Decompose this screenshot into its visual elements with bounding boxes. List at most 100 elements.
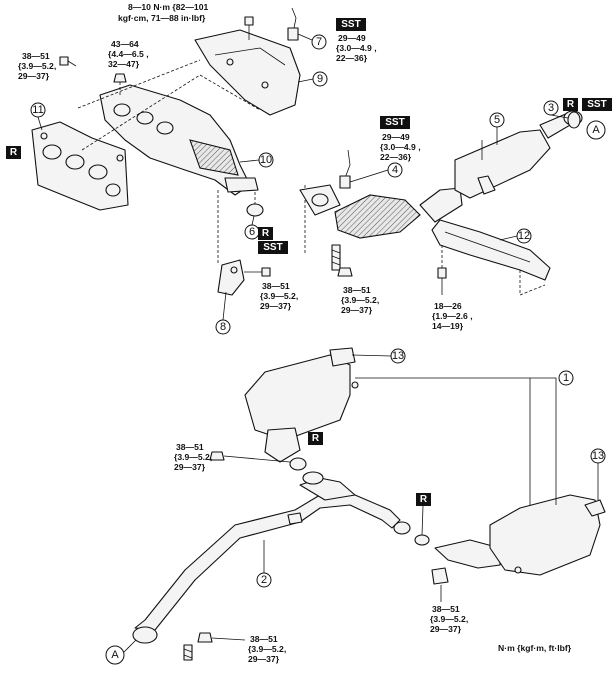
svg-text:kgf·cm, 71—88 in·lbf}: kgf·cm, 71—88 in·lbf}	[118, 13, 206, 23]
svg-text:38—51: 38—51	[22, 51, 50, 61]
torque-rear-muffler-nut: 38—51 {3.9—5.2, 29—37}	[430, 604, 468, 634]
svg-text:3: 3	[548, 102, 554, 114]
svg-text:R: R	[312, 433, 320, 444]
manifold-bracket	[217, 259, 271, 296]
svg-text:29—37}: 29—37}	[248, 654, 280, 664]
svg-text:11: 11	[32, 104, 43, 116]
svg-text:18—26: 18—26	[434, 301, 462, 311]
svg-text:R: R	[262, 228, 270, 239]
svg-text:38—51: 38—51	[250, 634, 278, 644]
middle-pipe	[132, 471, 411, 644]
heat-insulator-bolt	[244, 16, 254, 40]
sst-badge-gasket-6: SST	[258, 241, 288, 254]
svg-text:4: 4	[392, 164, 398, 176]
svg-text:43—64: 43—64	[111, 39, 139, 49]
svg-text:{3.0—4.9 ,: {3.0—4.9 ,	[336, 43, 377, 53]
middle-pipe-spring	[183, 632, 246, 661]
svg-text:{4.4—6.5 ,: {4.4—6.5 ,	[108, 49, 149, 59]
callout-6: 6	[244, 224, 260, 240]
svg-text:R: R	[10, 147, 18, 158]
manifold-gasket	[31, 121, 129, 211]
torque-heat-insulator-bolt: 8—10 N·m {82—101 kgf·cm, 71—88 in·lbf}	[118, 2, 208, 23]
svg-text:A: A	[592, 124, 600, 136]
svg-text:13: 13	[392, 350, 404, 362]
sst-badge-ho2s-rear: SST	[380, 116, 410, 129]
svg-text:29—49: 29—49	[382, 132, 410, 142]
middle-muffler	[244, 347, 359, 463]
svg-text:5: 5	[494, 114, 500, 126]
front-ho2s	[287, 7, 313, 41]
manifold-left-bolt	[59, 56, 77, 67]
callout-12: 12	[516, 228, 532, 244]
callout-13-upper: 13	[390, 348, 406, 364]
rear-ho2s	[339, 149, 389, 189]
middle-pipe-gasket	[209, 451, 307, 471]
callout-8: 8	[215, 319, 231, 335]
torque-cat-nut: 38—51 {3.9—5.2, 29—37}	[341, 285, 379, 315]
svg-text:R: R	[420, 494, 428, 505]
svg-text:22—36}: 22—36}	[380, 152, 412, 162]
svg-text:7: 7	[316, 36, 322, 48]
svg-text:{3.9—5.2,: {3.9—5.2,	[18, 61, 56, 71]
gasket-6	[246, 192, 264, 217]
rear-pipe-gasket	[414, 534, 449, 585]
callout-10: 10	[258, 152, 274, 168]
svg-text:22—36}: 22—36}	[336, 53, 368, 63]
callout-9: 9	[312, 71, 328, 87]
callout-a-bottom: A	[105, 645, 125, 665]
callout-2: 2	[256, 572, 272, 588]
torque-crossmember-bolt: 18—26 {1.9—2.6 , 14—19}	[432, 301, 473, 331]
svg-text:A: A	[111, 649, 119, 661]
svg-text:6: 6	[249, 226, 255, 238]
r-badge-gasket-3: R	[563, 98, 578, 111]
svg-text:29—49: 29—49	[338, 33, 366, 43]
gasket-3	[567, 111, 581, 129]
svg-text:29—37}: 29—37}	[341, 305, 373, 315]
svg-text:14—19}: 14—19}	[432, 321, 464, 331]
callout-3: 3	[543, 100, 559, 116]
r-badge-manifold-gasket: R	[6, 146, 21, 159]
torque-manifold-nut: 43—64 {4.4—6.5 , 32—47}	[108, 39, 149, 69]
r-badge-gasket-6: R	[258, 227, 273, 240]
svg-text:2: 2	[261, 574, 267, 586]
svg-text:10: 10	[260, 154, 272, 166]
svg-text:38—51: 38—51	[432, 604, 460, 614]
svg-text:38—51: 38—51	[262, 281, 290, 291]
sst-badge-gasket-3: SST	[582, 98, 612, 111]
callout-1: 1	[558, 370, 574, 386]
svg-text:{3.9—5.2,: {3.9—5.2,	[248, 644, 286, 654]
torque-bracket-bolt: 38—51 {3.9—5.2, 29—37}	[260, 281, 298, 311]
torque-middle-muffler-nut: 38—51 {3.9—5.2, 29—37}	[174, 442, 212, 472]
r-badge-rear-gasket: R	[416, 493, 431, 506]
main-muffler	[434, 494, 606, 576]
svg-text:SST: SST	[263, 242, 282, 253]
svg-text:{3.9—5.2,: {3.9—5.2,	[430, 614, 468, 624]
main-catalytic-converter	[454, 109, 583, 199]
callout-4: 4	[387, 162, 403, 178]
svg-text:R: R	[567, 99, 575, 110]
svg-text:29—37}: 29—37}	[260, 301, 292, 311]
torque-manifold-left-bolt: 38—51 {3.9—5.2, 29—37}	[18, 51, 56, 81]
manifold-nut	[113, 73, 127, 95]
cat-spring-bolt	[331, 244, 353, 277]
svg-text:29—37}: 29—37}	[174, 462, 206, 472]
svg-text:{1.9—2.6 ,: {1.9—2.6 ,	[432, 311, 473, 321]
torque-front-ho2s: 29—49 {3.0—4.9 , 22—36}	[336, 33, 377, 63]
callout-7: 7	[311, 34, 327, 50]
svg-text:SST: SST	[587, 99, 606, 110]
svg-text:{3.9—5.2,: {3.9—5.2,	[174, 452, 212, 462]
svg-text:1: 1	[563, 372, 569, 384]
svg-text:12: 12	[518, 230, 530, 242]
svg-text:38—51: 38—51	[343, 285, 371, 295]
exhaust-manifold	[99, 84, 259, 196]
svg-text:8: 8	[220, 321, 226, 333]
svg-text:32—47}: 32—47}	[108, 59, 140, 69]
unit-note: N·m {kgf·m, ft·lbf}	[498, 643, 572, 653]
svg-text:29—37}: 29—37}	[18, 71, 50, 81]
svg-text:13: 13	[592, 450, 604, 462]
svg-text:{3.9—5.2,: {3.9—5.2,	[260, 291, 298, 301]
svg-text:9: 9	[317, 73, 323, 85]
svg-text:8—10 N·m {82—101: 8—10 N·m {82—101	[128, 2, 208, 12]
svg-text:{3.9—5.2,: {3.9—5.2,	[341, 295, 379, 305]
